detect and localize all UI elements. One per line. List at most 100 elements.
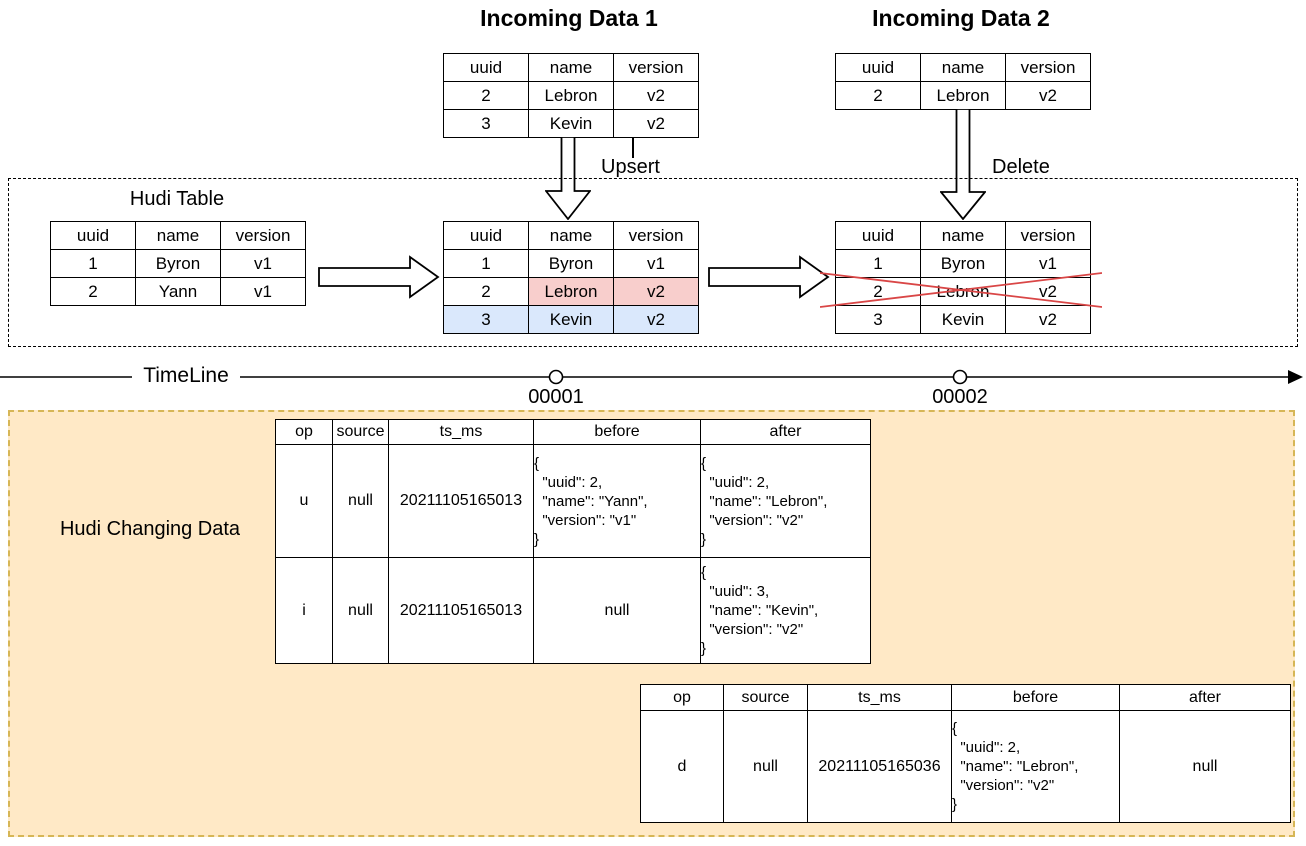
table-header-row: op source ts_ms before after [640, 684, 1291, 711]
before-cell: { "uuid": 2, "name": "Lebron", "version"… [951, 710, 1120, 823]
timeline-instant-marker [952, 369, 968, 385]
timeline-instant-marker [548, 369, 564, 385]
table-row: 3 Kevin v2 [443, 109, 699, 138]
table-row: 2 Lebron v2 [835, 81, 1091, 110]
table-cell: v2 [1005, 305, 1091, 334]
table-cell: uuid [443, 53, 529, 82]
table-cell: name [135, 221, 221, 250]
table-cell: Byron [920, 249, 1006, 278]
timeline-axis [0, 369, 1303, 385]
table-cell: name [528, 221, 614, 250]
table-cell: before [951, 684, 1120, 711]
incoming-data-2-table: uuid name version 2 Lebron v2 [835, 53, 1091, 110]
table-row: 2 Yann v1 [50, 277, 306, 306]
table-cell: 2 [50, 277, 136, 306]
table-cell: v1 [220, 277, 306, 306]
instant-00001-label: 00001 [528, 386, 584, 408]
block-arrow-right-icon [318, 255, 440, 299]
table-cell: 1 [443, 249, 529, 278]
table-row: 1 Byron v1 [50, 249, 306, 278]
hudi-table-label: Hudi Table [129, 188, 225, 210]
table-cell: 3 [443, 109, 529, 138]
ts-ms-cell: 20211105165013 [388, 557, 534, 664]
cdc-table-00001: op source ts_ms before after u null 2021… [275, 419, 871, 664]
table-cell: v1 [1005, 249, 1091, 278]
table-cell: Yann [135, 277, 221, 306]
table-cell: Lebron [528, 81, 614, 110]
table-cell: ts_ms [807, 684, 952, 711]
table-cell: v2 [613, 81, 699, 110]
timeline-arrowhead-icon [1288, 370, 1303, 384]
hudi-table-after-delete: uuid name version 1 Byron v1 2 Lebron v2… [835, 221, 1091, 334]
block-arrow-right-icon [708, 255, 830, 299]
hudi-changing-data-label: Hudi Changing Data [59, 518, 241, 540]
table-cell: op [640, 684, 724, 711]
before-cell: { "uuid": 2, "name": "Yann", "version": … [533, 444, 701, 558]
block-arrow-right-icon [318, 255, 440, 299]
table-cell: name [920, 53, 1006, 82]
upsert-label-connector [632, 138, 634, 158]
inserted-cell: Kevin [528, 305, 614, 334]
table-header-row: uuid name version [835, 221, 1091, 250]
op-cell: d [640, 710, 724, 823]
table-cell: 2 [835, 81, 921, 110]
table-cell: source [332, 419, 389, 445]
inserted-cell: 3 [443, 305, 529, 334]
table-header-row: uuid name version [50, 221, 306, 250]
table-cell: Kevin [920, 305, 1006, 334]
cdc-table-00002: op source ts_ms before after d null 2021… [640, 684, 1291, 823]
table-cell: v2 [613, 109, 699, 138]
table-header-row: uuid name version [443, 53, 699, 82]
table-cell: 1 [50, 249, 136, 278]
deleted-row-cross-icon [820, 272, 1102, 308]
after-cell: { "uuid": 3, "name": "Kevin", "version":… [700, 557, 871, 664]
table-cell: 2 [443, 277, 529, 306]
ts-ms-cell: 20211105165013 [388, 444, 534, 558]
instant-00002-label: 00002 [932, 386, 988, 408]
table-row: 2 Lebron v2 [443, 81, 699, 110]
updated-cell: Lebron [528, 277, 614, 306]
table-cell: uuid [443, 221, 529, 250]
delete-block-arrow-down-icon [940, 109, 986, 220]
after-cell: { "uuid": 2, "name": "Lebron", "version"… [700, 444, 871, 558]
cross-line [820, 272, 1102, 308]
source-cell: null [723, 710, 808, 823]
table-cell: version [1005, 221, 1091, 250]
block-arrow-down-icon [940, 109, 986, 220]
table-cell: uuid [835, 53, 921, 82]
incoming-data-1-table: uuid name version 2 Lebron v2 3 Kevin v2 [443, 53, 699, 138]
cdc-row-update: u null 20211105165013 { "uuid": 2, "name… [275, 444, 871, 558]
table-cell: ts_ms [388, 419, 534, 445]
op-cell: i [275, 557, 333, 664]
table-header-row: op source ts_ms before after [275, 419, 871, 445]
table-cell: before [533, 419, 701, 445]
incoming-data-2-title: Incoming Data 2 [872, 5, 1050, 31]
table-row: 3 Kevin v2 [835, 305, 1091, 334]
table-cell: Byron [528, 249, 614, 278]
table-row: 1 Byron v1 [835, 249, 1091, 278]
table-row-inserted: 3 Kevin v2 [443, 305, 699, 334]
table-cell: 2 [443, 81, 529, 110]
timeline-label: TimeLine [143, 364, 229, 387]
table-cell: after [1119, 684, 1291, 711]
table-header-row: uuid name version [443, 221, 699, 250]
upsert-label: Upsert [601, 156, 660, 178]
table-cell: name [528, 53, 614, 82]
table-cell: 2 [835, 277, 921, 306]
table-row-updated: 2 Lebron v2 [443, 277, 699, 306]
delete-label: Delete [992, 156, 1050, 178]
updated-cell: v2 [613, 277, 699, 306]
table-header-row: uuid name version [835, 53, 1091, 82]
table-cell: name [920, 221, 1006, 250]
table-cell: op [275, 419, 333, 445]
table-cell: v1 [613, 249, 699, 278]
block-arrow-right-icon [708, 255, 830, 299]
table-cell: v2 [1005, 81, 1091, 110]
ts-ms-cell: 20211105165036 [807, 710, 952, 823]
source-cell: null [332, 557, 389, 664]
table-cell: version [613, 53, 699, 82]
before-cell: null [533, 557, 701, 664]
hudi-table-after-upsert: uuid name version 1 Byron v1 2 Lebron v2… [443, 221, 699, 334]
table-cell: v1 [220, 249, 306, 278]
